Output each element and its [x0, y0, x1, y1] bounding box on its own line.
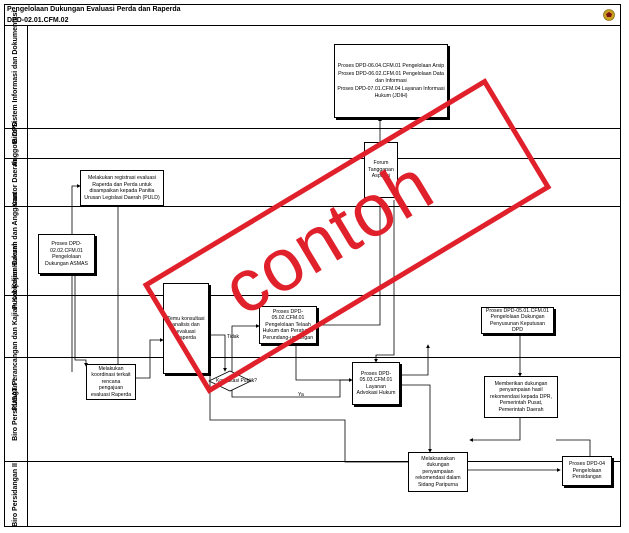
diagram-title: Pengelolaan Dukungan Evaluasi Perda dan … — [7, 6, 181, 13]
temu-konsultasi-box: Temu konsultasi analisis dan evaluasi Ra… — [163, 283, 209, 374]
registrasi-box: Melakukan registrasi evaluasi Raperda da… — [80, 170, 164, 206]
diagram-frame — [4, 4, 621, 527]
lane-sisdok: Biro Sistem Informasi dan Dokumentasi — [4, 11, 621, 143]
penyusunan-keputusan-box: Proses DPD-05.01.CFM.01 Pengelolaan Duku… — [481, 307, 554, 334]
lane-puspak: PUSAT Perancangan dan Kajian Kebijakan H… — [4, 243, 621, 410]
node-text: Proses DPD-02.02.CFM.01 Pengelolaan Duku… — [45, 241, 88, 267]
node-text: Forum Tanggapan Aspirasi — [368, 160, 394, 180]
node-text: Proses DPD-05.01.CFM.01 Pengelolaan Duku… — [485, 307, 550, 334]
node-text: Melaksanakan dukungan penyampaian rekome… — [415, 455, 461, 488]
label-tidak: Tidak — [227, 334, 240, 340]
node-text: Melakukan registrasi evaluasi Raperda da… — [84, 175, 160, 201]
process-arsip: Proses DPD-06.04.CFM.01 Pengelolaan Arsi… — [337, 62, 445, 69]
memberikan-dukungan-box: Memberikan dukungan penyampaian hasil re… — [484, 376, 558, 418]
pkda-process-box: Proses DPD-02.02.CFM.01 Pengelolaan Duku… — [38, 234, 95, 274]
node-text: Proses DPD-05.03.CFM.01 Layanan Advokasi… — [356, 370, 396, 397]
dpd-emblem-icon — [603, 9, 615, 21]
diagram-header: Pengelolaan Dukungan Evaluasi Perda dan … — [4, 4, 621, 26]
sisdok-process-box: Proses DPD-06.04.CFM.01 Pengelolaan Arsi… — [334, 44, 448, 118]
lane-pkda: Pusat Kajian Daerah dan Anggaran — [4, 193, 621, 309]
node-text: Proses DPD-04 Pengelolaan Persidangan — [568, 461, 606, 481]
sidang-paripurna-box: Melaksanakan dukungan penyampaian rekome… — [408, 452, 468, 492]
label-ya: Ya — [298, 392, 304, 398]
process-data-informasi: Proses DPD-06.02.CFM.01 Pengelolaan Data… — [338, 71, 444, 84]
lane-anggota: Anggota DPD — [4, 121, 621, 166]
koordinasi-box: Melakukan koordinasi terkait rencana pen… — [86, 364, 136, 400]
decision-label: Konsultasi Publik? — [216, 378, 257, 384]
lane-persidangan-2: Biro Persidangan II — [4, 462, 621, 527]
node-text: Melakukan koordinasi terkait rencana pen… — [90, 365, 132, 398]
diagram-code: DPD-02.01.CFM.02 — [7, 17, 69, 24]
telaah-hukum-box: Proses DPD-05.02.CFM.01 Pengelolaan Tela… — [259, 306, 317, 344]
advokasi-hukum-box: Proses DPD-05.03.CFM.01 Layanan Advokasi… — [352, 362, 400, 405]
forum-aspirasi-box: Forum Tanggapan Aspirasi — [364, 142, 398, 198]
lane-persidangan-1: Biro Persidangan I — [4, 358, 621, 462]
node-text: Memberikan dukungan penyampaian hasil re… — [490, 380, 552, 413]
lane-kantor-daerah: Kantor Daerah — [4, 158, 621, 207]
node-text: Temu konsultasi analisis dan evaluasi Ra… — [167, 315, 205, 342]
konsultasi-publik-decision — [208, 370, 252, 392]
process-jdih: Proses DPD-07.01.CFM.04 Layanan Informas… — [337, 86, 445, 99]
node-text: Proses DPD-05.02.CFM.01 Pengelolaan Tela… — [262, 308, 314, 341]
persidangan-process-box: Proses DPD-04 Pengelolaan Persidangan — [562, 456, 612, 486]
